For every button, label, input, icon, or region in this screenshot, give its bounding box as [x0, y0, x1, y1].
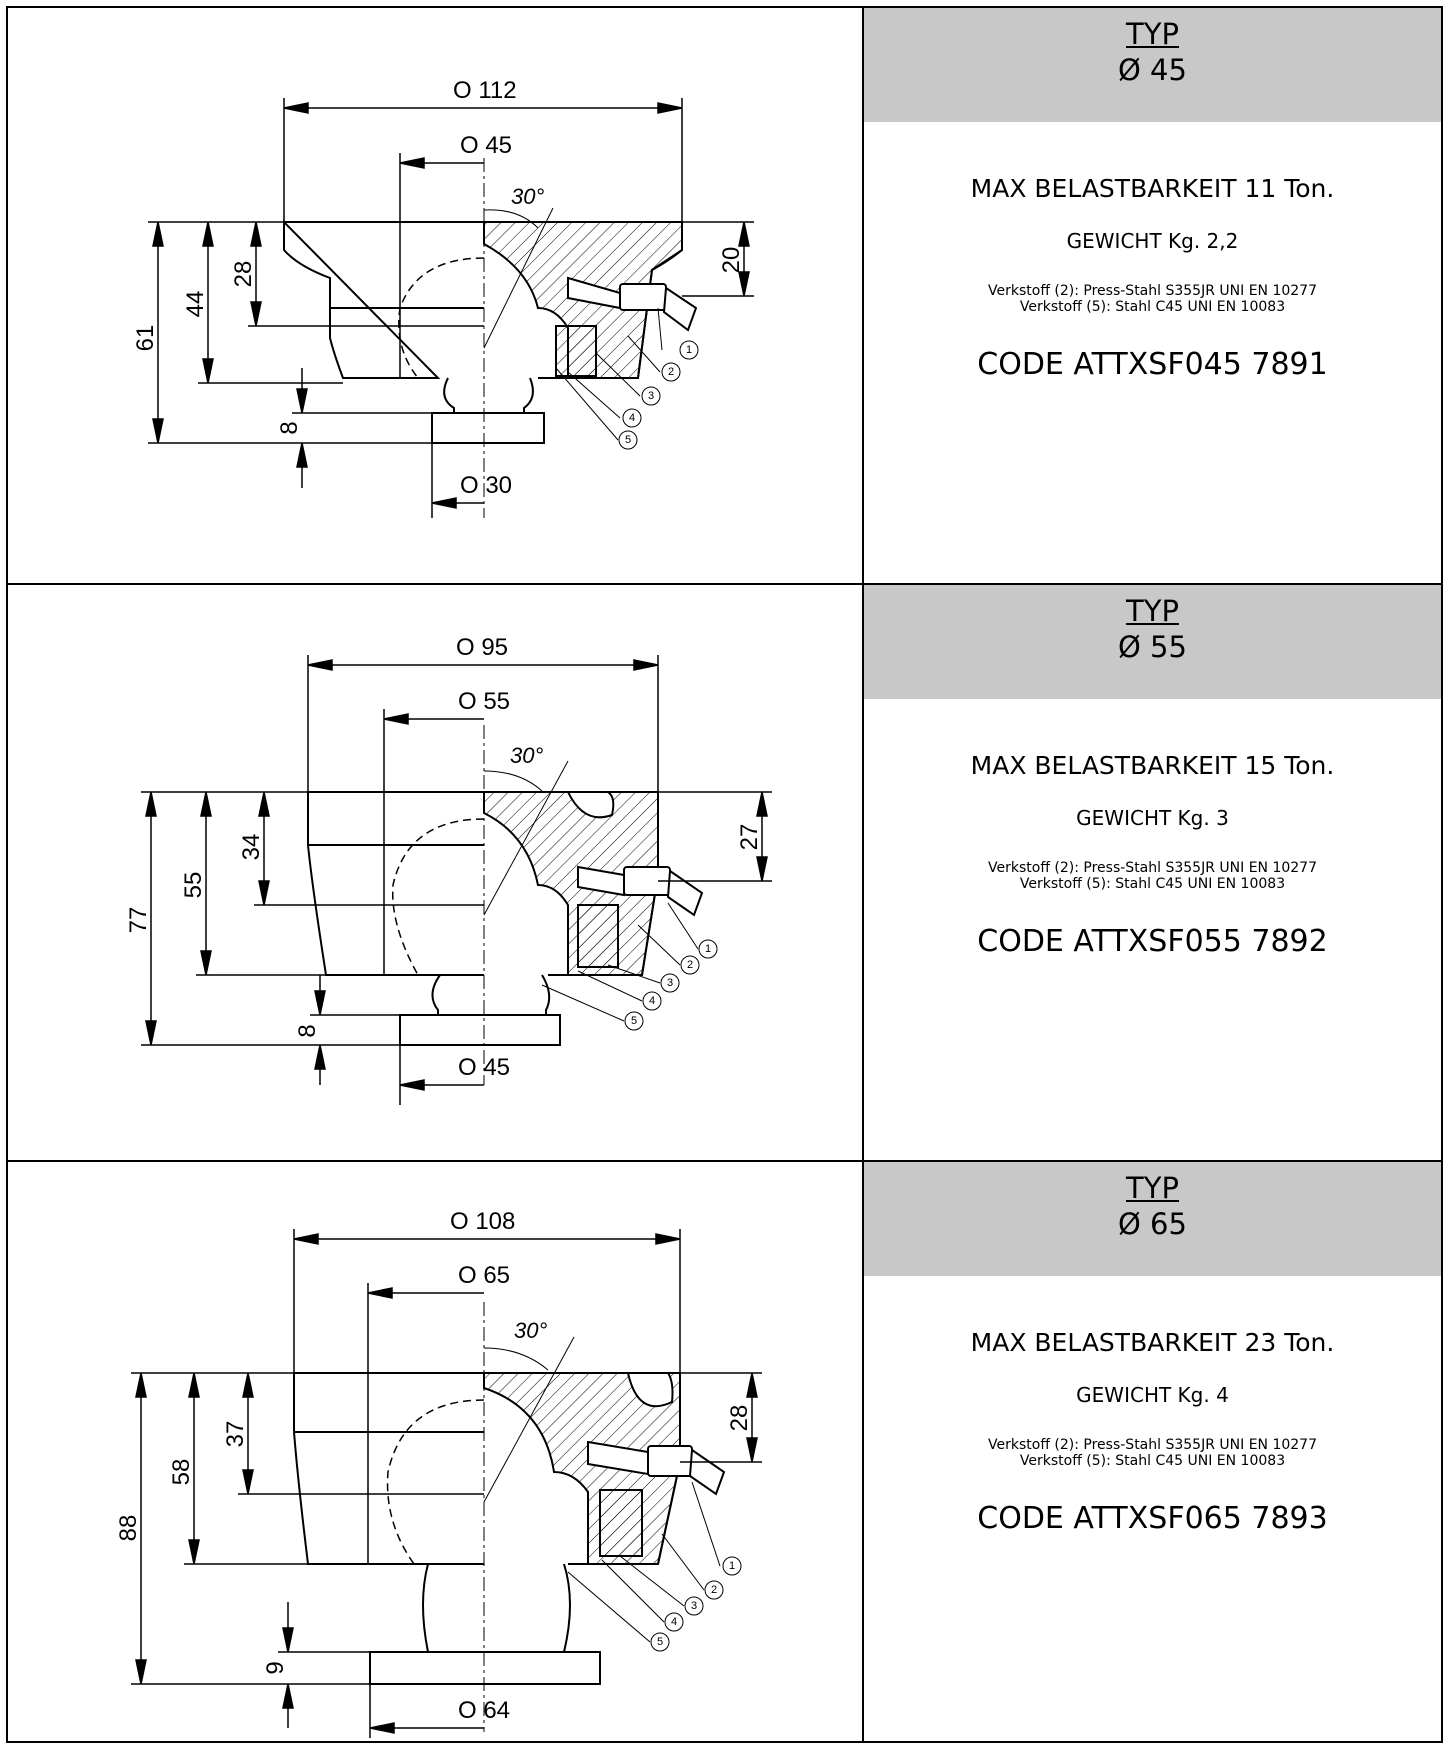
material-5: Verkstoff (5): Stahl C45 UNI EN 10083: [1019, 876, 1286, 892]
callout-1: 1: [729, 1560, 735, 1572]
dim-total-height: 61: [132, 325, 159, 352]
dim-body-height: 55: [180, 872, 207, 899]
dim-ball-diameter: O 65: [458, 1262, 510, 1289]
section-view-65: 1 2 3 4 5 O 108 O 65 O 64 88 58 37 9 28 …: [115, 1208, 762, 1738]
dim-base-height: 9: [262, 1661, 289, 1674]
technical-drawing-55: 1 2 3 4 5 O 95 O 55 O 45 77 55 34 8 27 3…: [8, 585, 864, 1160]
callout-4: 4: [671, 1616, 677, 1628]
material-2: Verkstoff (2): Press-Stahl S355JR UNI EN…: [988, 283, 1317, 299]
callout-2: 2: [687, 959, 693, 971]
callout-4: 4: [629, 412, 635, 424]
dim-base-height: 8: [276, 421, 303, 434]
dim-base-height: 8: [294, 1024, 321, 1037]
dim-outer-diameter: O 95: [456, 634, 508, 661]
type-header: TYP Ø 45: [864, 8, 1441, 122]
product-info-65: TYP Ø 65 MAX BELASTBARKEIT 23 Ton. GEWIC…: [864, 1162, 1441, 1741]
callout-2: 2: [668, 366, 674, 378]
type-size: Ø 55: [1118, 630, 1187, 664]
dim-outer-diameter: O 108: [450, 1208, 515, 1235]
product-row-45: 1 2 3 4 5 O 112 O 45 O 30 61 44 28 8 20 …: [8, 8, 1441, 585]
section-view-55: 1 2 3 4 5 O 95 O 55 O 45 77 55 34 8 27 3…: [125, 634, 772, 1105]
dim-base-diameter: O 30: [460, 472, 512, 499]
callout-1: 1: [705, 943, 711, 955]
material-2: Verkstoff (2): Press-Stahl S355JR UNI EN…: [988, 1437, 1317, 1453]
callout-3: 3: [667, 977, 673, 989]
dim-outer-diameter: O 112: [453, 77, 517, 104]
max-load: MAX BELASTBARKEIT 11 Ton.: [970, 174, 1335, 203]
weight: GEWICHT Kg. 2,2: [1066, 229, 1239, 253]
max-load: MAX BELASTBARKEIT 23 Ton.: [970, 1328, 1335, 1357]
dim-angle: 30°: [514, 1318, 547, 1343]
weight: GEWICHT Kg. 4: [1076, 1383, 1229, 1407]
section-view-45: 1 2 3 4 5 O 112 O 45 O 30 61 44 28 8 20 …: [132, 77, 754, 518]
technical-drawing-65: 1 2 3 4 5 O 108 O 65 O 64 88 58 37 9 28 …: [8, 1162, 864, 1741]
callout-5: 5: [657, 1636, 663, 1648]
dim-ball-diameter: O 55: [458, 688, 510, 715]
material-notes: Verkstoff (2): Press-Stahl S355JR UNI EN…: [864, 1437, 1441, 1469]
product-code: CODE ATTXSF065 7893: [977, 1501, 1328, 1536]
type-label: TYP: [1126, 594, 1179, 628]
dim-ball-diameter: O 45: [460, 132, 512, 159]
callout-5: 5: [625, 434, 631, 446]
dim-base-diameter: O 64: [458, 1697, 510, 1724]
material-5: Verkstoff (5): Stahl C45 UNI EN 10083: [1019, 299, 1286, 315]
dim-total-height: 88: [115, 1515, 142, 1542]
dim-angle: 30°: [511, 184, 544, 209]
type-size: Ø 45: [1118, 53, 1187, 87]
type-size: Ø 65: [1118, 1207, 1187, 1241]
dim-body-height: 44: [182, 291, 209, 318]
type-label: TYP: [1126, 1171, 1179, 1205]
weight: GEWICHT Kg. 3: [1076, 806, 1229, 830]
product-info-45: TYP Ø 45 MAX BELASTBARKEIT 11 Ton. GEWIC…: [864, 8, 1441, 583]
dim-nipple-height: 28: [726, 1405, 753, 1432]
dim-center-height: 37: [222, 1421, 249, 1448]
dim-angle: 30°: [510, 743, 543, 768]
product-code: CODE ATTXSF055 7892: [977, 924, 1328, 959]
type-header: TYP Ø 55: [864, 585, 1441, 699]
product-row-55: 1 2 3 4 5 O 95 O 55 O 45 77 55 34 8 27 3…: [8, 585, 1441, 1162]
callout-4: 4: [649, 995, 655, 1007]
material-notes: Verkstoff (2): Press-Stahl S355JR UNI EN…: [864, 283, 1441, 315]
dim-center-height: 34: [238, 834, 265, 861]
callout-2: 2: [711, 1584, 717, 1596]
type-header: TYP Ø 65: [864, 1162, 1441, 1276]
type-label: TYP: [1126, 17, 1179, 51]
material-2: Verkstoff (2): Press-Stahl S355JR UNI EN…: [988, 860, 1317, 876]
material-5: Verkstoff (5): Stahl C45 UNI EN 10083: [1019, 1453, 1286, 1469]
dim-nipple-height: 20: [718, 247, 745, 274]
technical-drawing-45: 1 2 3 4 5 O 112 O 45 O 30 61 44 28 8 20 …: [8, 8, 864, 583]
callout-3: 3: [691, 1600, 697, 1612]
max-load: MAX BELASTBARKEIT 15 Ton.: [970, 751, 1335, 780]
product-code: CODE ATTXSF045 7891: [977, 347, 1328, 382]
product-info-55: TYP Ø 55 MAX BELASTBARKEIT 15 Ton. GEWIC…: [864, 585, 1441, 1160]
product-row-65: 1 2 3 4 5 O 108 O 65 O 64 88 58 37 9 28 …: [8, 1162, 1441, 1741]
dim-base-diameter: O 45: [458, 1054, 510, 1081]
callout-1: 1: [686, 344, 692, 356]
material-notes: Verkstoff (2): Press-Stahl S355JR UNI EN…: [864, 860, 1441, 892]
dim-body-height: 58: [168, 1459, 195, 1486]
callout-3: 3: [648, 390, 654, 402]
datasheet: 1 2 3 4 5 O 112 O 45 O 30 61 44 28 8 20 …: [6, 6, 1443, 1743]
callout-5: 5: [631, 1015, 637, 1027]
dim-total-height: 77: [125, 907, 152, 934]
dim-center-height: 28: [230, 261, 257, 288]
dim-nipple-height: 27: [736, 824, 763, 851]
